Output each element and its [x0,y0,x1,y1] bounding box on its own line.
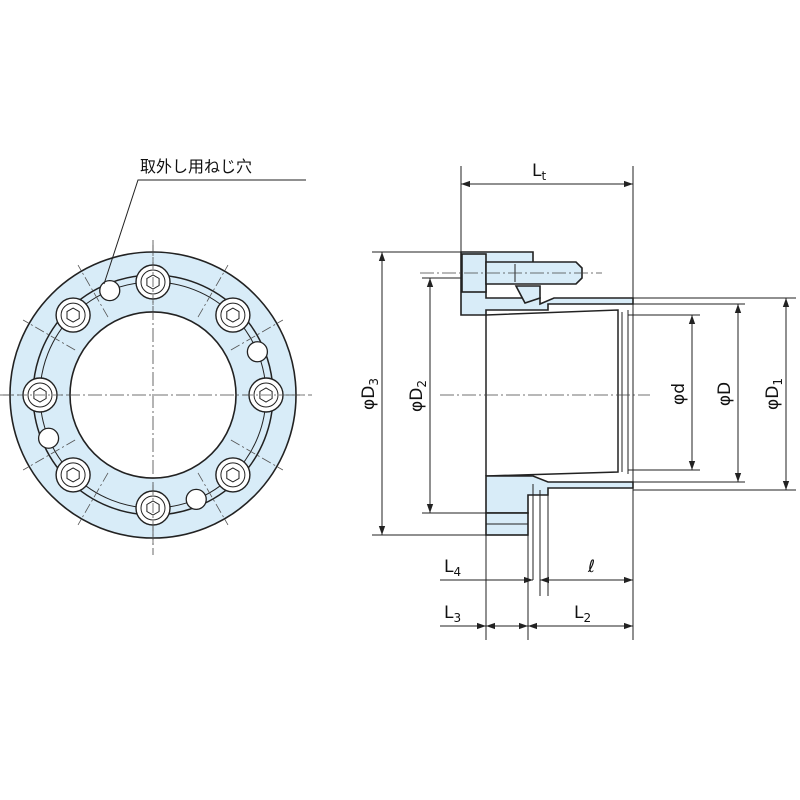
leader-line [103,179,306,285]
sleeve-bottom-wedge [532,484,549,596]
bolt-head [215,297,251,333]
removal-hole [99,279,121,302]
removal-hole [246,341,269,363]
label-phiD1: φD1 [763,378,785,410]
bolt-head [55,457,91,493]
radial-center-mark [22,439,76,471]
removal-hole-label: 取外し用ねじ穴 [140,157,252,176]
bolt-head [55,297,91,333]
label-l4: L4 [444,557,461,579]
taper-sleeve-top [514,285,541,304]
radial-center-mark [22,319,76,351]
front-view: 取外し用ねじ穴 [0,157,312,555]
bolt-head [215,457,251,493]
removal-hole [185,488,207,511]
label-lt: Lt [532,161,546,183]
radial-center-mark [230,319,284,351]
label-l2: L2 [574,603,591,625]
radial-center-mark [77,472,109,526]
bolt-heads [22,264,284,526]
radial-center-marks [3,245,303,545]
side-view: Lt L4 ℓ L3 L2 φD3 φD2 φd [359,161,796,640]
removal-holes [37,279,269,511]
label-phiD3: φD3 [359,378,381,410]
radial-center-mark [197,472,229,526]
flange-bottom-section [485,475,634,514]
label-phid: φd [669,383,689,405]
label-phiD2: φD2 [407,380,429,412]
label-phiD: φD [715,382,735,406]
radial-center-mark [197,264,229,318]
radial-center-mark [77,264,109,318]
label-l3: L3 [444,603,461,625]
removal-hole [37,427,60,449]
label-ell: ℓ [587,557,595,577]
radial-center-mark [230,439,284,471]
hub-body [485,309,619,477]
